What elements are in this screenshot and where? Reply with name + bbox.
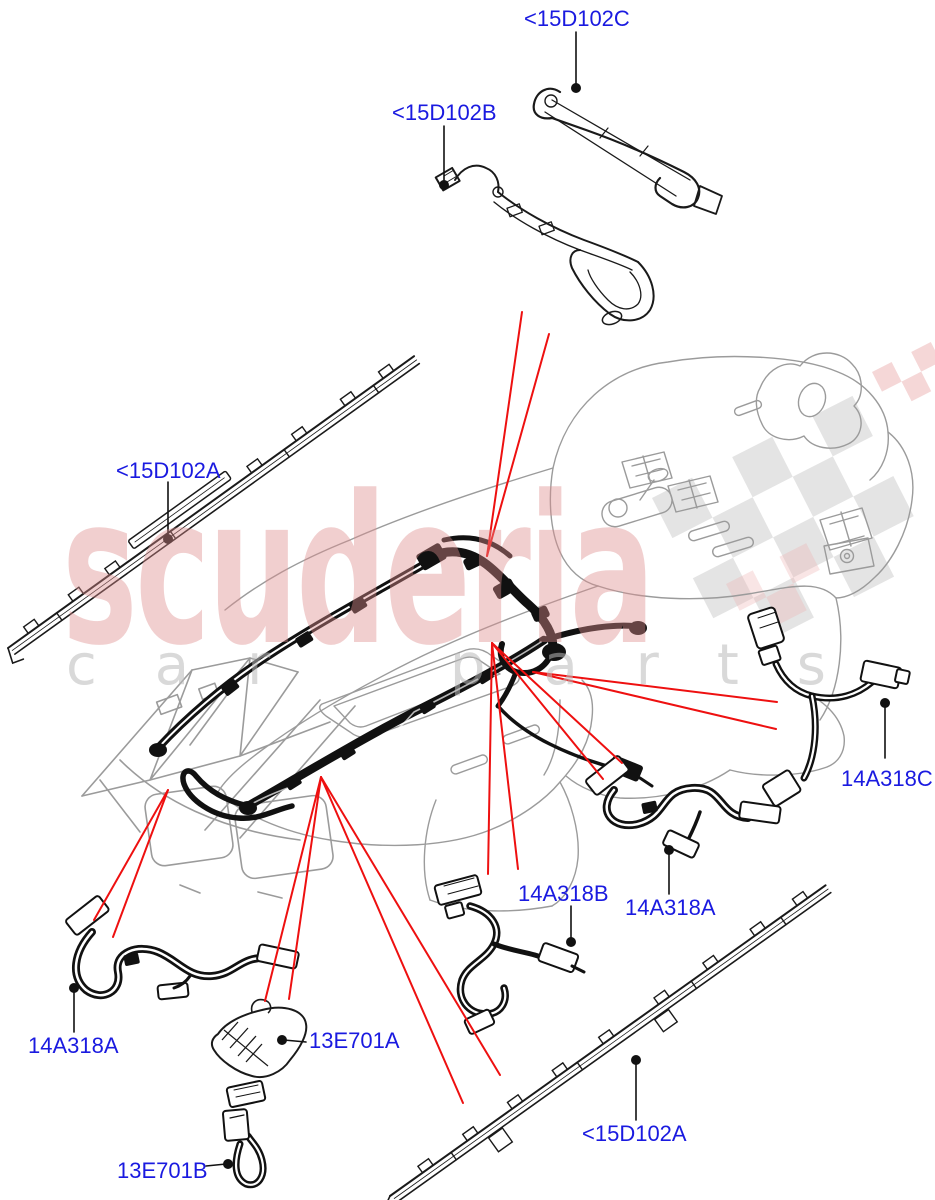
part-drawing-13e701a (210, 998, 308, 1078)
part-drawing-14a318a-left (65, 895, 300, 1001)
part-drawing-15d102c (532, 87, 723, 215)
part-label-14a318a-right[interactable]: 14A318A (625, 895, 716, 920)
floor-frame-line-art (81, 657, 356, 899)
part-label-14a318a-left[interactable]: 14A318A (28, 1033, 119, 1058)
part-label-13e701a[interactable]: 13E701A (309, 1028, 400, 1053)
checkered-flag-watermark (652, 342, 935, 638)
part-drawing-13e701b (221, 1080, 267, 1189)
console-line-art (217, 352, 914, 912)
main-harness-line-art (149, 535, 654, 821)
pink-flag-corner (872, 342, 935, 402)
part-label-13e701b[interactable]: 13E701B (117, 1158, 208, 1183)
part-drawing-14a318a-right (585, 755, 782, 859)
part-drawing-15d102a-top-rail (7, 355, 421, 665)
pink-flag-accent (726, 543, 820, 624)
part-label-15d102c[interactable]: <15D102C (524, 6, 630, 31)
part-label-15d102b[interactable]: <15D102B (392, 100, 497, 125)
part-drawing-15d102b (434, 164, 655, 326)
part-drawing-14a318c (747, 606, 911, 807)
part-label-14a318c[interactable]: 14A318C (841, 766, 933, 791)
part-label-14a318b[interactable]: 14A318B (518, 881, 609, 906)
part-drawing-14a318b (433, 874, 586, 1035)
red-leader-lines (93, 311, 778, 1104)
part-label-15d102a-bottom[interactable]: <15D102A (582, 1121, 687, 1146)
callout-leader-lines (69, 31, 890, 1169)
part-label-15d102a-top[interactable]: <15D102A (116, 458, 221, 483)
part-drawing-15d102a-bottom-rail (382, 884, 832, 1200)
